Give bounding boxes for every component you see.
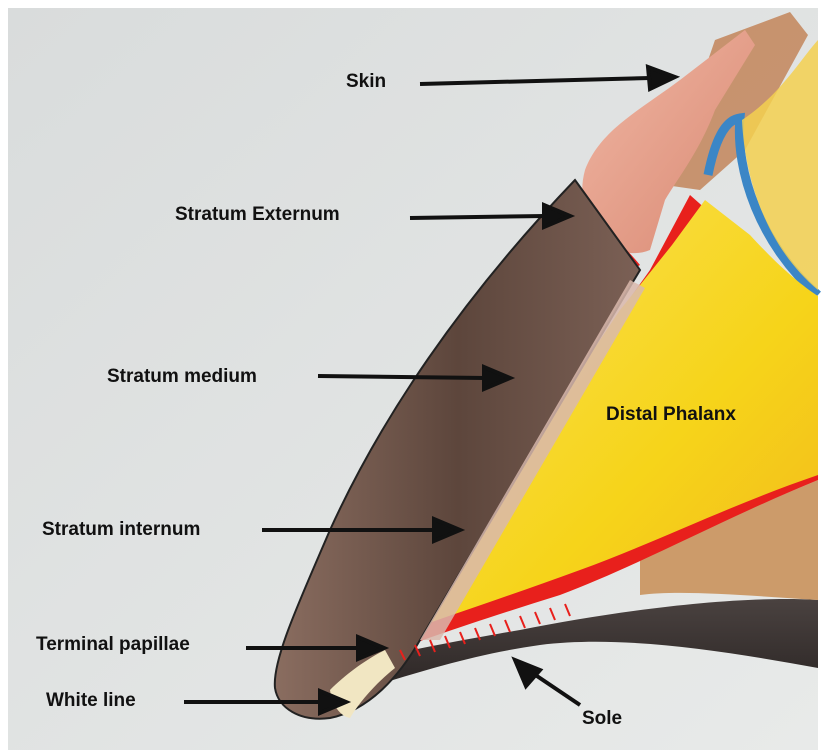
label-skin: Skin bbox=[346, 71, 386, 93]
label-white-line: White line bbox=[46, 690, 136, 712]
label-stratum-externum: Stratum Externum bbox=[175, 204, 340, 226]
arrow-stratum-externum bbox=[410, 216, 545, 218]
label-terminal-papillae: Terminal papillae bbox=[36, 634, 190, 656]
label-distal-phalanx: Distal Phalanx bbox=[606, 404, 736, 426]
arrow-stratum-medium bbox=[318, 376, 485, 378]
label-stratum-medium: Stratum medium bbox=[107, 366, 257, 388]
label-sole: Sole bbox=[582, 708, 622, 730]
label-stratum-internum: Stratum internum bbox=[42, 519, 200, 541]
